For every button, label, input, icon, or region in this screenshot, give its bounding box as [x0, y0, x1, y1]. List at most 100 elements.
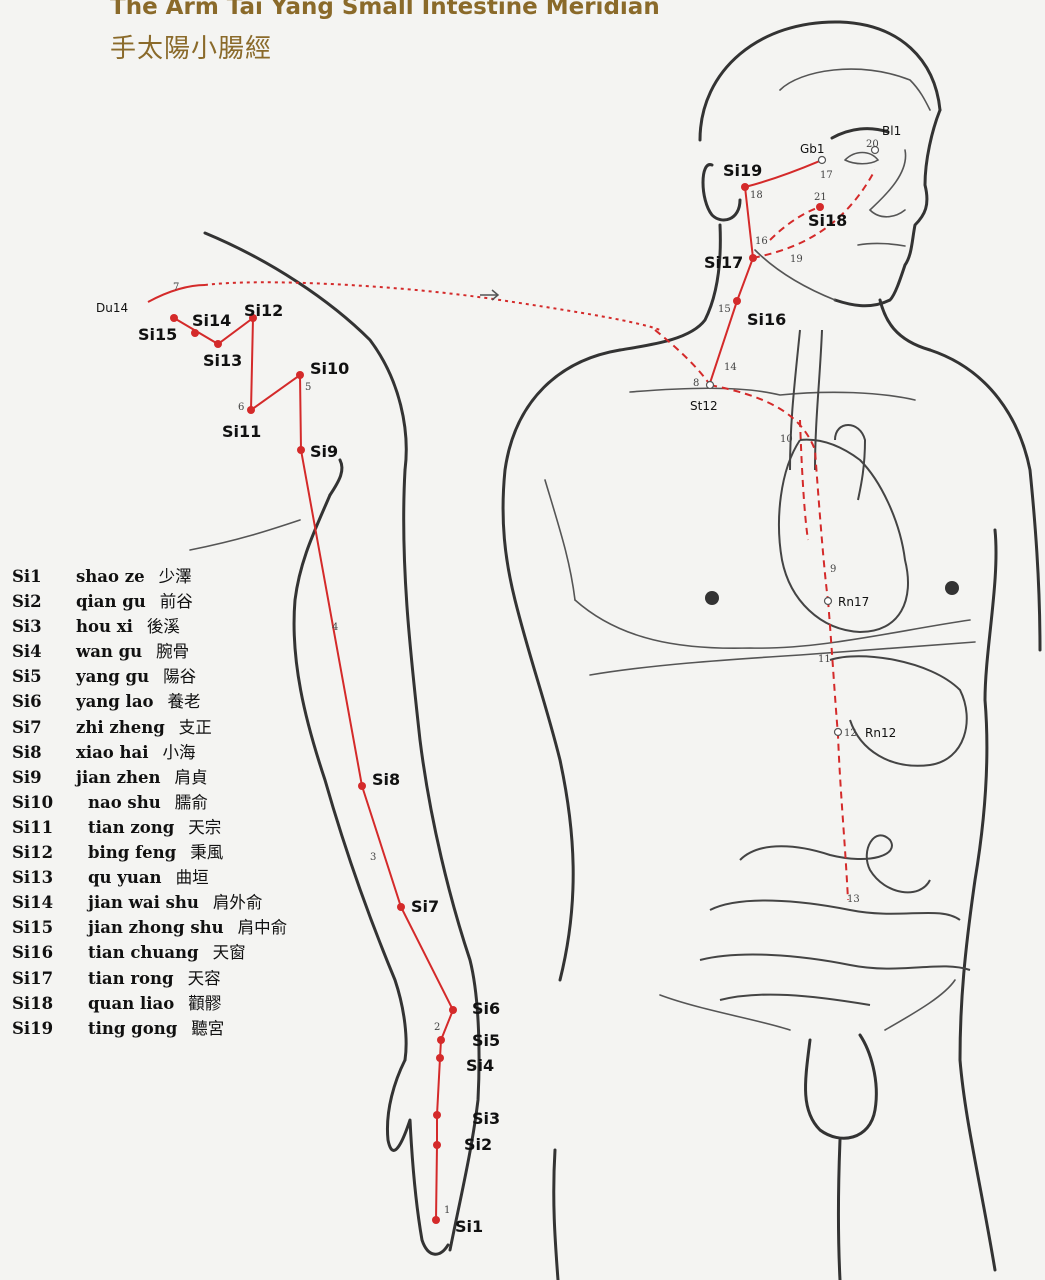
- legend-pinyin: xiao hai: [76, 740, 149, 765]
- path-number: 18: [750, 190, 763, 201]
- arm-outer: [404, 470, 479, 1250]
- legend-chinese: 曲垣: [176, 865, 209, 890]
- legend-code: Si12: [12, 840, 76, 865]
- legend-code: Si16: [12, 940, 76, 965]
- legend-pinyin: yang gu: [76, 664, 149, 689]
- path-number: 8: [693, 378, 699, 389]
- genital: [806, 1035, 877, 1138]
- point-si10-dot: [296, 371, 304, 379]
- label-si15: Si15: [138, 325, 177, 344]
- pelvis-line: [660, 995, 790, 1030]
- path-number: 20: [866, 139, 879, 150]
- legend-pinyin: tian chuang: [88, 940, 199, 965]
- legend-pinyin: wan gu: [76, 639, 142, 664]
- label-si4: Si4: [466, 1056, 494, 1075]
- legend-row: Si5 yang gu 陽谷: [12, 664, 287, 689]
- point-si18-dot: [816, 203, 824, 211]
- aorta: [835, 425, 865, 500]
- neck-left: [620, 225, 720, 350]
- label-si2: Si2: [464, 1135, 492, 1154]
- leg-right: [839, 1140, 841, 1280]
- path-number: 21: [814, 192, 827, 203]
- legend-code: Si10: [12, 790, 76, 815]
- legend-code: Si13: [12, 865, 76, 890]
- legend-code: Si5: [12, 664, 64, 689]
- abdomen-dashed-2: [800, 420, 808, 540]
- point-si19-dot: [741, 183, 749, 191]
- legend-chinese: 養老: [168, 689, 201, 714]
- legend-pinyin: tian rong: [88, 966, 174, 991]
- label-si5: Si5: [472, 1031, 500, 1050]
- legend-pinyin: qian gu: [76, 589, 146, 614]
- legend-pinyin: jian zhong shu: [88, 915, 224, 940]
- point-si14-dot: [191, 329, 199, 337]
- torso-right: [930, 350, 1040, 650]
- path-number: 12: [844, 728, 857, 739]
- nose: [870, 150, 906, 217]
- legend-pinyin: quan liao: [88, 991, 174, 1016]
- legend-pinyin: tian zong: [88, 815, 174, 840]
- path-number: 1: [444, 1205, 450, 1216]
- legend-row: Si11tian zong天宗: [12, 815, 287, 840]
- legend-row: Si15jian zhong shu肩中俞: [12, 915, 287, 940]
- label-du14: Du14: [96, 301, 128, 315]
- legend-code: Si2: [12, 589, 64, 614]
- point-si7-dot: [397, 903, 405, 911]
- legend-chinese: 陽谷: [163, 664, 196, 689]
- nipple-right: [945, 581, 959, 595]
- head-outline: [700, 22, 940, 140]
- legend-pinyin: bing feng: [88, 840, 176, 865]
- label-si17: Si17: [704, 253, 743, 272]
- label-si12: Si12: [244, 301, 283, 320]
- point-si11-dot: [247, 406, 255, 414]
- legend-row: Si12bing feng秉風: [12, 840, 287, 865]
- path-number: 2: [434, 1022, 440, 1033]
- legend-chinese: 少澤: [159, 564, 192, 589]
- label-si10: Si10: [310, 359, 349, 378]
- point-si5-dot: [437, 1036, 445, 1044]
- point-si13-dot: [214, 340, 222, 348]
- pelvis-right: [885, 980, 955, 1030]
- legend-chinese: 前谷: [160, 589, 193, 614]
- label-si1: Si1: [455, 1217, 483, 1236]
- label-rn12: Rn12: [865, 726, 896, 740]
- legend-chinese: 肩外俞: [213, 890, 263, 915]
- point-si17-dot: [749, 254, 757, 262]
- label-si11: Si11: [222, 422, 261, 441]
- path-number: 11: [818, 654, 831, 665]
- label-bl1: Bl1: [882, 124, 901, 138]
- legend-code: Si8: [12, 740, 64, 765]
- face-outline: [835, 110, 940, 306]
- flow-arrow-icon: [480, 290, 498, 300]
- legend-row: Si14jian wai shu肩外俞: [12, 890, 287, 915]
- legend-row: Si18quan liao顴髎: [12, 991, 287, 1016]
- legend-code: Si1: [12, 564, 64, 589]
- eye: [845, 153, 878, 164]
- legend-chinese: 肩貞: [175, 765, 208, 790]
- legend-row: Si16 tian chuang 天窗: [12, 940, 287, 965]
- path-number: 7: [173, 282, 179, 293]
- label-si18: Si18: [808, 211, 847, 230]
- legend-pinyin: ting gong: [88, 1016, 177, 1041]
- legend-pinyin: hou xi: [76, 614, 133, 639]
- point-si15-dot: [170, 314, 178, 322]
- legend-code: Si11: [12, 815, 76, 840]
- hairline: [780, 69, 930, 110]
- legend-pinyin: qu yuan: [88, 865, 162, 890]
- legend-code: Si9: [12, 765, 64, 790]
- label-si6: Si6: [472, 999, 500, 1018]
- legend-code: Si15: [12, 915, 76, 940]
- path-number: 3: [370, 852, 376, 863]
- path-number: 6: [238, 402, 244, 413]
- path-number: 19: [790, 254, 803, 265]
- legend-chinese: 天窗: [213, 940, 246, 965]
- torso-left: [503, 350, 620, 980]
- clavicle: [630, 388, 915, 400]
- point-si2-dot: [433, 1141, 441, 1149]
- path-number: 16: [755, 236, 768, 247]
- internal-organs: [700, 330, 970, 1005]
- point-rn12-dot: [835, 729, 842, 736]
